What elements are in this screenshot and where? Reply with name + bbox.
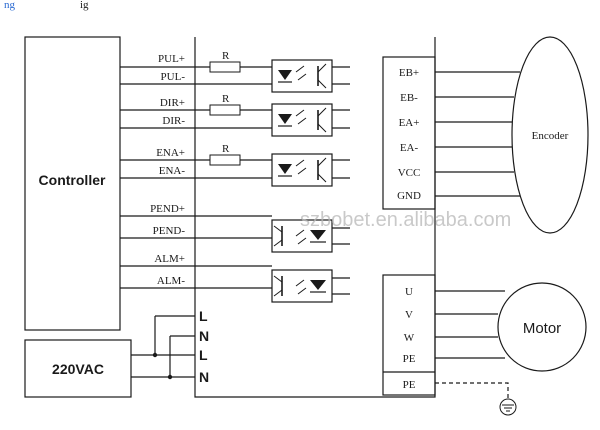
resistor-pul: R [209,50,272,73]
label-alm-plus: ALM+ [154,253,185,265]
power-supply-box [24,339,132,398]
motor-wires [435,290,505,359]
optocoupler-pend [271,219,350,253]
encoder-pin-gnd: GND [397,190,421,202]
label-pul-plus: PUL+ [158,53,185,65]
label-pend-plus: PEND+ [150,203,185,215]
optocoupler-alm [271,269,350,303]
encoder-body [511,36,589,234]
driver-box [194,37,436,398]
encoder-pin-eb-plus: EB+ [399,67,419,79]
ground-terminal-pe: PE [403,379,416,391]
watermark: szbobet.en.alibaba.com [300,209,511,231]
motor-pin-pe: PE [403,353,416,365]
label-dir-plus: DIR+ [160,97,185,109]
encoder-pin-eb-minus: EB- [400,92,418,104]
label-ena-minus: ENA- [159,165,186,177]
ground-icon [499,398,517,416]
encoder-label: Encoder [532,130,569,142]
power-terminal-l1: L [199,308,208,324]
motor-body [497,282,587,372]
power-terminal-l2: L [199,347,208,363]
encoder-terminal-block [382,56,436,210]
encoder-pin-vcc: VCC [398,167,421,179]
controller-label: Controller [39,172,106,188]
power-wires [131,315,195,380]
encoder-pin-ea-minus: EA- [400,142,419,154]
resistor-label: R [222,93,230,105]
motor-pin-u: U [405,286,413,298]
optocoupler-ena [271,153,350,187]
header-text-fragment: ig [80,0,89,11]
resistor-label: R [222,143,230,155]
label-pul-minus: PUL- [161,71,186,83]
header-link-fragment: ng [4,0,16,11]
motor-terminal-block [382,274,436,396]
encoder-pin-ea-plus: EA+ [399,117,420,129]
motor-pin-v: V [405,309,413,321]
label-ena-plus: ENA+ [156,147,185,159]
power-supply-label: 220VAC [52,361,104,377]
motor-pin-w: W [404,332,415,344]
power-terminal-n1: N [199,328,209,344]
label-pend-minus: PEND- [153,225,186,237]
controller-box [24,36,121,331]
motor-label: Motor [523,320,561,337]
minus-wires [195,83,272,289]
resistor-ena: R [209,143,272,166]
optocoupler-dir [271,103,350,137]
label-alm-minus: ALM- [157,275,185,287]
encoder-wires [435,71,520,197]
signal-wires [120,66,210,289]
ground-dashed-wire [435,382,509,398]
resistor-label: R [222,50,230,62]
power-terminal-n2: N [199,369,209,385]
optocoupler-pul [271,59,350,93]
resistor-dir: R [209,93,272,116]
label-dir-minus: DIR- [162,115,185,127]
